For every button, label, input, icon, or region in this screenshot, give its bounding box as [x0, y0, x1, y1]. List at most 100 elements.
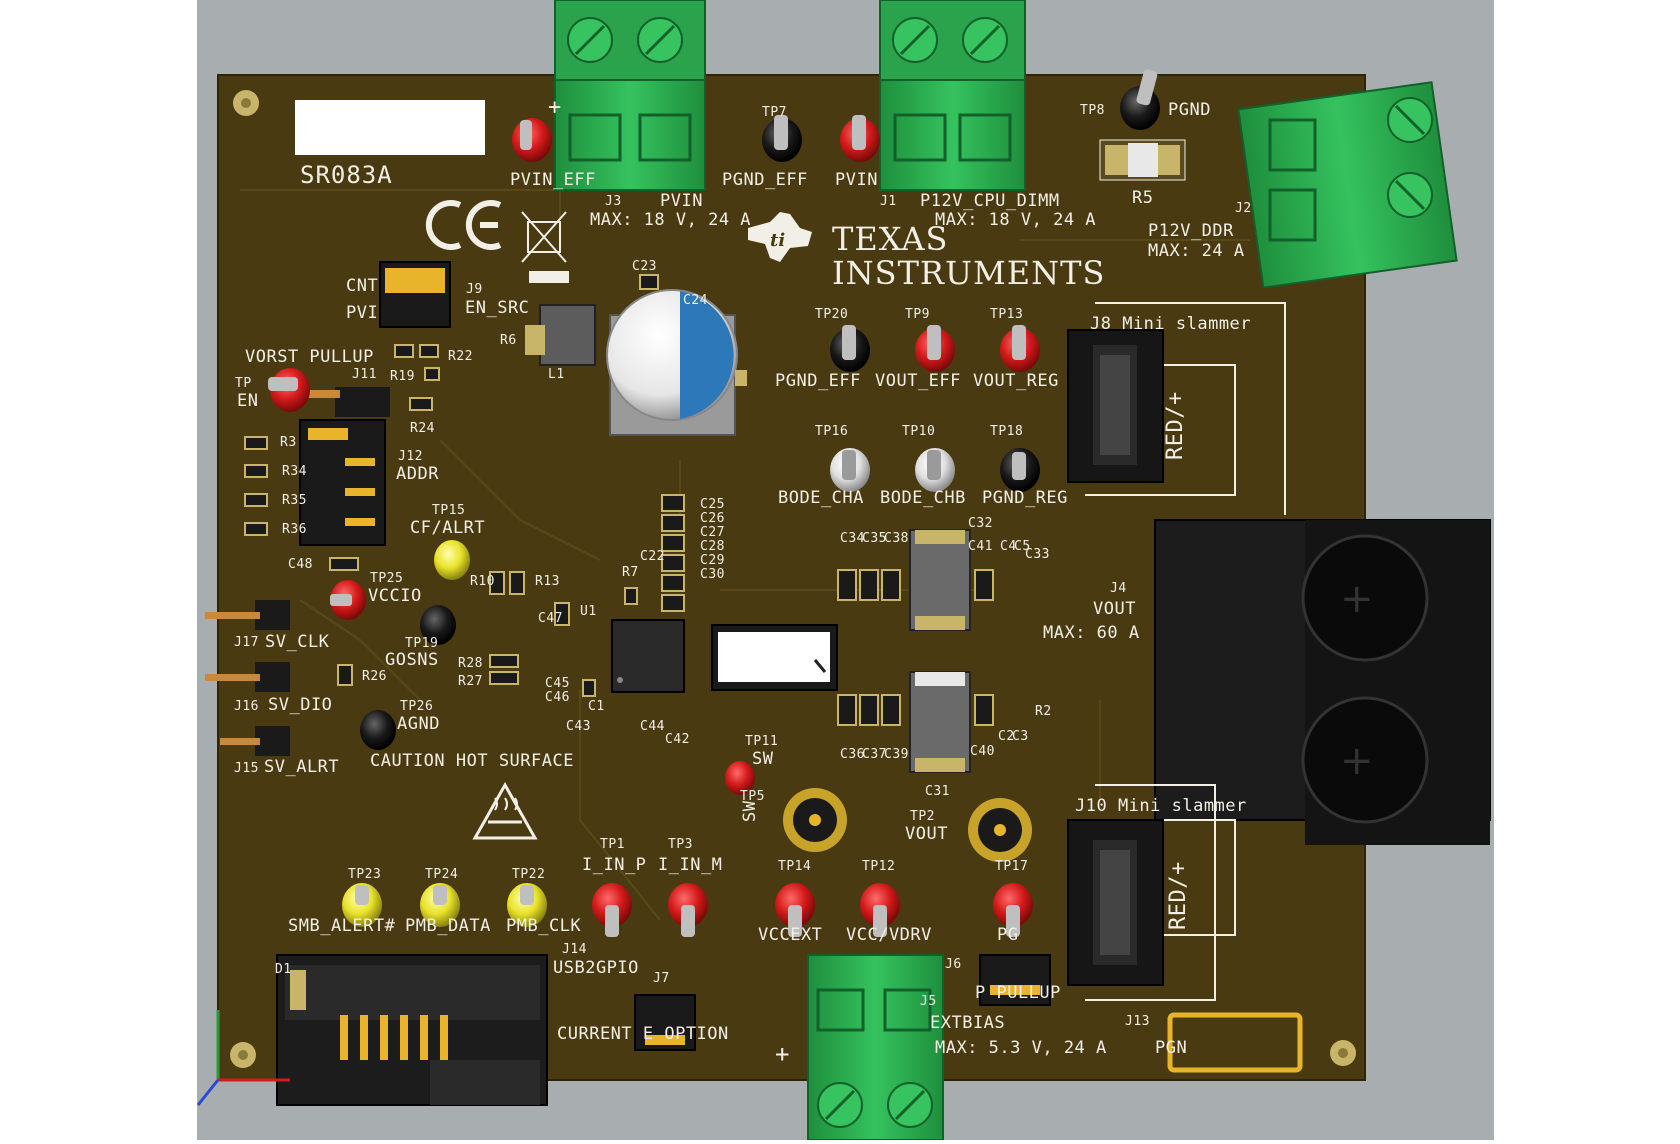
r3-ref: R3	[280, 435, 297, 450]
c25-ref: C25	[700, 497, 725, 512]
tp3	[668, 883, 708, 937]
c37-ref: C37	[862, 747, 887, 762]
c41-ref: C41	[968, 539, 993, 554]
tp11-ref: TP11	[745, 734, 779, 749]
tp26-ref: TP26	[400, 699, 434, 714]
c35-ref: C35	[862, 531, 887, 546]
c29-ref: C29	[700, 553, 725, 568]
c24-electrolytic-capacitor	[606, 289, 747, 436]
tp9-ref: TP9	[905, 307, 930, 322]
c36-ref: C36	[840, 747, 865, 762]
j3-terminal-block	[554, 0, 706, 191]
l1-inductor	[525, 304, 596, 366]
power-stage-module	[711, 624, 838, 691]
tp25-label: VCCIO	[368, 586, 422, 606]
j4-rating: MAX: 60 A	[1043, 623, 1140, 643]
j7-ref: J7	[653, 971, 670, 986]
d1-ref: D1	[275, 962, 292, 977]
r2-ref: R2	[1035, 704, 1052, 719]
j15-ref: J15	[234, 761, 259, 776]
r5-ref: R5	[1132, 188, 1154, 208]
j12-ref: J12	[398, 449, 423, 464]
r22-ref: R22	[448, 349, 473, 364]
j17-name: SV_CLK	[265, 632, 330, 652]
tp17-label: PG	[997, 925, 1019, 945]
j2-rating: MAX: 24 A	[1148, 241, 1245, 261]
tp-en-ref: TP	[235, 376, 252, 391]
j5-name: EXTBIAS	[930, 1013, 1006, 1033]
tp25	[330, 580, 366, 620]
tp11-label: SW	[752, 749, 774, 769]
j2-ref: J2	[1235, 201, 1252, 216]
c34-ref: C34	[840, 531, 865, 546]
ti-logo-line1: TEXAS	[832, 220, 949, 258]
r6-ref: R6	[500, 333, 517, 348]
j13-ref: J13	[1125, 1014, 1150, 1029]
r24-ref: R24	[410, 421, 435, 436]
j5-ref: J5	[920, 994, 937, 1009]
ti-logo-line2: INSTRUMENTS	[832, 254, 1106, 292]
test-points	[268, 69, 1160, 937]
c46-ref: C46	[545, 690, 570, 705]
j5-rating: MAX: 5.3 V, 24 A	[935, 1038, 1107, 1058]
tp23-ref: TP23	[348, 867, 382, 882]
tp12	[860, 883, 900, 937]
j1-rating: MAX: 18 V, 24 A	[935, 210, 1097, 230]
tp12-label: VCC/VDRV	[846, 925, 932, 945]
c45-ref: C45	[545, 676, 570, 691]
r7-ref: R7	[622, 565, 639, 580]
tp5-label: SW	[740, 800, 760, 822]
tp15-ref: TP15	[432, 503, 466, 518]
c28-ref: C28	[700, 539, 725, 554]
j3-name: PVIN	[660, 191, 703, 211]
c33-ref: C33	[1025, 547, 1050, 562]
tp7-pgnd-eff	[762, 115, 802, 162]
tp16	[830, 448, 870, 492]
j10-connector	[1067, 819, 1164, 986]
capacitor-arrays	[661, 494, 994, 726]
tp26-label: AGND	[397, 714, 440, 734]
tp5	[783, 788, 847, 852]
j4-power-terminal: + +	[1154, 519, 1491, 845]
c3-ref: C3	[1012, 729, 1029, 744]
tp2-label: VOUT	[905, 824, 948, 844]
tp9-label: VOUT_EFF	[875, 371, 961, 391]
tp11	[725, 761, 755, 795]
svg-text:+: +	[1340, 576, 1374, 622]
tp7-label: PGND_EFF	[722, 170, 808, 190]
tp20-label: PGND_EFF	[775, 371, 861, 391]
r19-ref: R19	[390, 369, 415, 384]
svg-text:+: +	[1340, 738, 1374, 784]
j3-plus: +	[548, 95, 562, 120]
output-inductors	[909, 529, 971, 773]
j8-side: RED/+	[1163, 391, 1188, 460]
j11-ref: J11	[352, 367, 377, 382]
j13-jumper-wire	[1167, 1012, 1303, 1073]
tp22-ref: TP22	[512, 867, 546, 882]
c24-ref: C24	[683, 293, 708, 308]
tp1	[592, 883, 632, 937]
tp10-label: BODE_CHB	[880, 488, 966, 508]
axis-gizmo-icon	[196, 1010, 290, 1106]
weee-icon	[521, 211, 569, 283]
j16-ref: J16	[234, 699, 259, 714]
tp2	[968, 798, 1032, 862]
ce-mark	[425, 200, 502, 250]
tp14-ref: TP14	[778, 859, 812, 874]
j10-label: J10 Mini slammer	[1075, 796, 1247, 816]
j9-pin2: PVI	[346, 303, 379, 323]
tp14	[775, 883, 815, 937]
tp7-ref: TP7	[762, 105, 787, 120]
j14-ref: J14	[562, 942, 587, 957]
r34-ref: R34	[282, 464, 307, 479]
tp20	[830, 325, 870, 372]
hot-surface-warning: CAUTION HOT SURFACE	[370, 751, 574, 771]
c31-ref: C31	[925, 784, 950, 799]
j13-name: PGN	[1155, 1038, 1188, 1058]
tp-pvin	[840, 115, 880, 162]
j5-plus: +	[775, 1040, 790, 1068]
j8-connector	[1067, 329, 1164, 483]
tp9	[915, 325, 955, 372]
small-passives	[244, 274, 659, 697]
l1-ref: L1	[548, 367, 565, 382]
